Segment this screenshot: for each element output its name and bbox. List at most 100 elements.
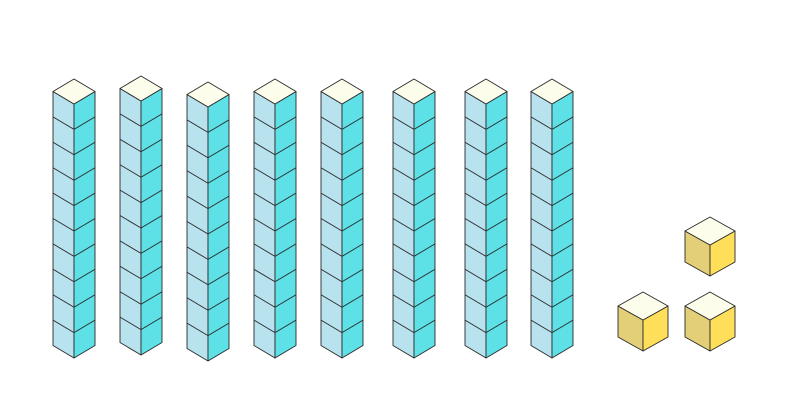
top-face — [52, 78, 96, 105]
cube-divider — [551, 319, 574, 333]
cube-divider — [52, 243, 75, 257]
cube-divider — [530, 243, 553, 257]
unit-cube — [684, 216, 736, 277]
cube-divider — [140, 215, 163, 229]
cube-divider — [392, 319, 415, 333]
cube-divider — [274, 294, 297, 308]
cube-divider — [207, 144, 230, 159]
cube-divider — [320, 116, 343, 130]
cube-divider — [207, 119, 230, 133]
cube-divider — [207, 170, 230, 184]
cube-divider — [464, 319, 487, 333]
cube-divider — [207, 246, 230, 260]
cube-divider — [274, 141, 297, 156]
unit-cube — [617, 291, 669, 352]
cube-divider — [320, 167, 343, 181]
cube-divider — [320, 218, 343, 232]
cube-divider — [119, 215, 142, 229]
cube-divider — [392, 243, 415, 257]
cube-divider — [274, 116, 297, 130]
cube-divider — [140, 138, 163, 153]
cube-divider — [464, 192, 487, 206]
cube-divider — [464, 243, 487, 257]
cube-divider — [530, 116, 553, 130]
ten-rod — [464, 78, 508, 359]
cube-divider — [413, 268, 436, 283]
cube-divider — [530, 167, 553, 181]
cube-divider — [551, 218, 574, 232]
cube-divider — [186, 221, 209, 235]
cube-divider — [73, 192, 96, 206]
cube-divider — [73, 319, 96, 333]
cube-divider — [274, 319, 297, 333]
cube-divider — [392, 141, 415, 156]
cube-divider — [530, 192, 553, 206]
cube-divider — [413, 319, 436, 333]
cube-divider — [392, 294, 415, 308]
cube-divider — [140, 189, 163, 203]
cube-divider — [119, 316, 142, 330]
cube-divider — [186, 119, 209, 133]
cube-divider — [73, 294, 96, 308]
cube-divider — [392, 268, 415, 283]
cube-divider — [530, 268, 553, 283]
unit-cube — [684, 291, 736, 352]
cube-divider — [320, 294, 343, 308]
cube-divider — [341, 268, 364, 283]
cube-divider — [320, 243, 343, 257]
cube-divider — [274, 243, 297, 257]
cube-divider — [392, 192, 415, 206]
cube-divider — [186, 144, 209, 159]
cube-divider — [485, 192, 508, 206]
cube-divider — [320, 192, 343, 206]
cube-divider — [119, 189, 142, 203]
ten-rod — [530, 78, 574, 359]
cube-divider — [186, 297, 209, 311]
cube-divider — [207, 271, 230, 286]
ten-rod — [186, 81, 230, 362]
cube-divider — [52, 268, 75, 283]
cube-divider — [140, 240, 163, 254]
ten-rod — [52, 78, 96, 359]
cube-divider — [392, 167, 415, 181]
cube-divider — [274, 218, 297, 232]
cube-divider — [413, 294, 436, 308]
cube-divider — [392, 218, 415, 232]
cube-divider — [119, 113, 142, 127]
cube-divider — [464, 116, 487, 130]
cube-divider — [320, 268, 343, 283]
cube-divider — [253, 243, 276, 257]
ten-rod — [119, 75, 163, 356]
cube-divider — [341, 218, 364, 232]
cube-divider — [413, 192, 436, 206]
cube-divider — [186, 170, 209, 184]
cube-divider — [530, 141, 553, 156]
cube-divider — [52, 141, 75, 156]
cube-divider — [207, 322, 230, 336]
top-face — [684, 216, 736, 246]
cube-divider — [551, 141, 574, 156]
cube-divider — [485, 294, 508, 308]
cube-divider — [73, 218, 96, 232]
cube-divider — [253, 167, 276, 181]
cube-divider — [140, 113, 163, 127]
cube-divider — [530, 319, 553, 333]
cube-divider — [485, 141, 508, 156]
cube-divider — [52, 218, 75, 232]
cube-divider — [119, 138, 142, 153]
cube-divider — [253, 268, 276, 283]
cube-divider — [551, 294, 574, 308]
cube-divider — [186, 271, 209, 286]
cube-divider — [119, 164, 142, 178]
top-face — [684, 291, 736, 321]
cube-divider — [530, 218, 553, 232]
cube-divider — [464, 294, 487, 308]
cube-divider — [551, 243, 574, 257]
top-face — [186, 81, 230, 108]
cube-divider — [52, 116, 75, 130]
cube-divider — [73, 116, 96, 130]
cube-divider — [413, 116, 436, 130]
cube-divider — [186, 195, 209, 209]
cube-divider — [551, 116, 574, 130]
